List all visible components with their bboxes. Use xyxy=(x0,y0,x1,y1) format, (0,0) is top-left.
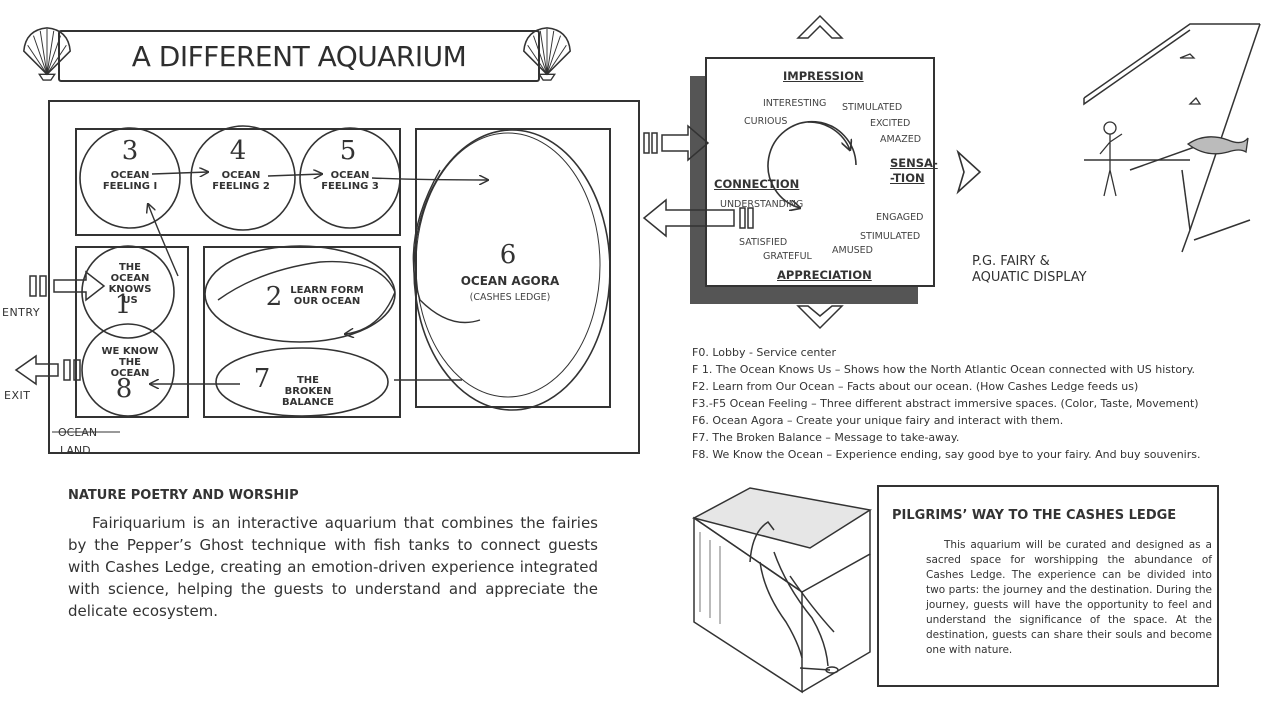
cycle-arrow-ring xyxy=(767,120,857,208)
room-1-number: 1 xyxy=(114,290,132,320)
room-7-label: THE BROKEN BALANCE xyxy=(281,375,334,408)
cycle-word-stimulated: STIMULATED xyxy=(842,102,903,113)
floor-legend: F0. Lobby - Service center F 1. The Ocea… xyxy=(692,344,1201,463)
room-1-label: THE OCEAN KNOWS US xyxy=(108,262,152,306)
room-5-number: 5 xyxy=(339,136,357,166)
nature-paragraph: Fairiquarium is an interactive aquarium … xyxy=(68,514,598,620)
nature-heading: NATURE POETRY AND WORSHIP xyxy=(68,488,299,503)
legend-item-f6: F6. Ocean Agora – Create your unique fai… xyxy=(692,414,1064,427)
ocean-label: OCEAN xyxy=(58,426,98,439)
floor-plan-frame xyxy=(48,100,640,454)
room-3-number: 3 xyxy=(121,136,139,166)
entry-label: ENTRY xyxy=(2,306,41,319)
cycle-word-curious: CURIOUS xyxy=(744,116,788,127)
legend-item-f2: F2. Learn from Our Ocean – Facts about o… xyxy=(692,380,1139,393)
chevron-down-icon xyxy=(796,305,844,330)
cycle-word-excited: EXCITED xyxy=(870,118,911,129)
room-2-label: LEARN FORM OUR OCEAN xyxy=(290,285,364,307)
cycle-word-understanding: UNDERSTANDING xyxy=(720,199,804,210)
pg-label-line2: AQUATIC DISPLAY xyxy=(972,270,1087,285)
chevron-up-icon xyxy=(796,14,844,39)
room-8-number: 8 xyxy=(115,374,133,404)
cycle-entry-arrow-icon xyxy=(661,124,710,162)
chevron-right-icon xyxy=(956,149,982,195)
cycle-connection: CONNECTION xyxy=(714,177,800,191)
room-3-label: OCEAN FEELING I xyxy=(102,170,158,192)
room-4-label: OCEAN FEELING 2 xyxy=(212,170,270,192)
pilgrim-box xyxy=(877,485,1219,687)
room-6-label: OCEAN AGORA xyxy=(460,274,560,288)
room-6-number: 6 xyxy=(499,240,517,270)
cycle-appreciation: APPRECIATION xyxy=(777,268,872,282)
cycle-word-amazed: AMAZED xyxy=(880,134,922,145)
scallop-shell-left-icon xyxy=(22,27,72,81)
cycle-word-satisfied: SATISFIED xyxy=(739,237,788,248)
cycle-sensation: SENSA- -TION xyxy=(890,156,938,185)
legend-item-f1: F 1. The Ocean Knows Us – Shows how the … xyxy=(692,363,1196,376)
legend-item-f3-f5: F3.-F5 Ocean Feeling – Three different a… xyxy=(692,397,1199,410)
legend-item-f0: F0. Lobby - Service center xyxy=(692,346,836,359)
cycle-word-engaged: ENGAGED xyxy=(876,212,924,223)
pepper-ghost-sketch xyxy=(1083,23,1261,253)
room-2-number: 2 xyxy=(265,282,283,312)
room-5-label: OCEAN FEELING 3 xyxy=(321,170,379,192)
room-6-sublabel: (CASHES LEDGE) xyxy=(469,292,551,303)
cycle-word-grateful: GRATEFUL xyxy=(763,251,812,262)
room-4-number: 4 xyxy=(229,136,247,166)
pg-label-line1: P.G. FAIRY & xyxy=(972,254,1050,269)
cycle-impression: IMPRESSION xyxy=(783,69,864,83)
scallop-shell-right-icon xyxy=(522,27,572,81)
cycle-word-amused: AMUSED xyxy=(832,245,873,256)
land-label: LAND xyxy=(60,444,91,457)
cycle-word-interesting: INTERESTING xyxy=(763,98,827,109)
room-8-label: WE KNOW THE OCEAN xyxy=(101,346,159,379)
legend-item-f7: F7. The Broken Balance – Message to take… xyxy=(692,431,960,444)
room-7-number: 7 xyxy=(253,364,271,394)
pilgrim-text: This aquarium will be curated and design… xyxy=(926,539,1212,656)
terrain-cube-sketch xyxy=(691,487,873,694)
page-title: A DIFFERENT AQUARIUM xyxy=(58,30,540,82)
legend-item-f8: F8. We Know the Ocean – Experience endin… xyxy=(692,448,1201,461)
cycle-word-stimulated-2: STIMULATED xyxy=(860,231,921,242)
exit-label: EXIT xyxy=(4,389,31,402)
pilgrim-title: PILGRIMS’ WAY TO THE CASHES LEDGE xyxy=(892,508,1177,523)
